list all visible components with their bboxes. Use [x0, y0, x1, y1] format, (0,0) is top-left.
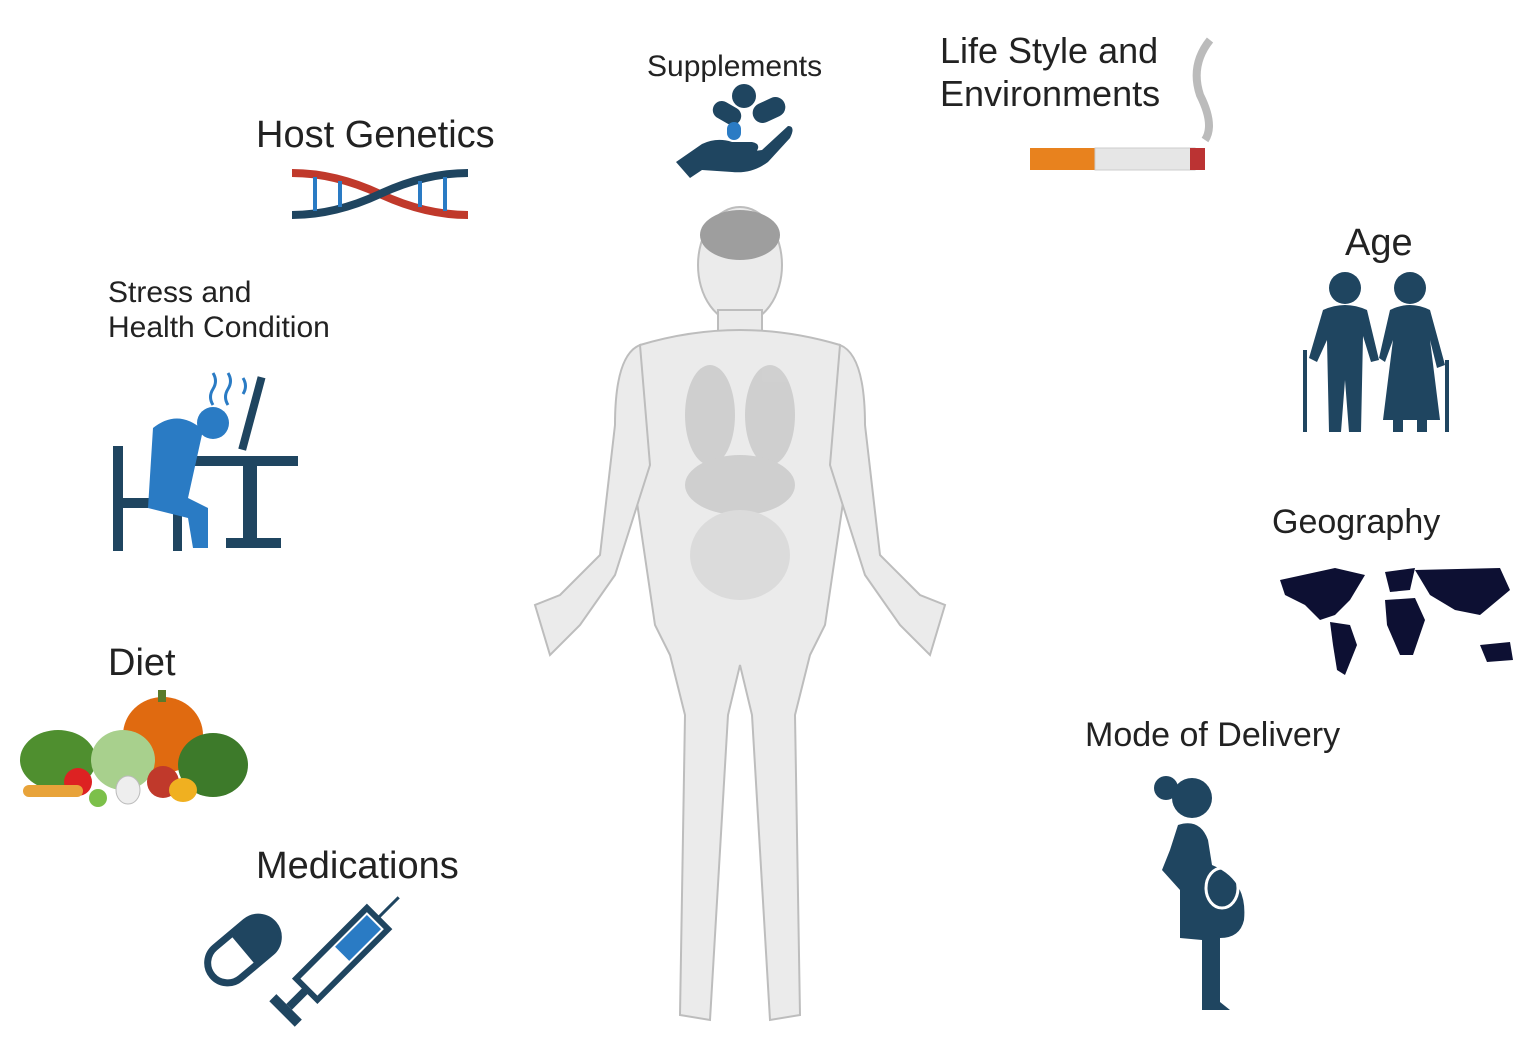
age-label: Age [1345, 222, 1413, 264]
stress-label-line1: Stress and [108, 276, 252, 309]
stressed-person-at-desk-icon [113, 372, 298, 551]
world-map-icon [1280, 568, 1513, 675]
stress-label-line2: Health Condition [108, 311, 330, 344]
dna-icon [291, 169, 469, 219]
host-genetics-label: Host Genetics [256, 114, 495, 156]
lifestyle-label-line2: Environments [940, 73, 1161, 114]
diet-label: Diet [108, 642, 176, 684]
geography-label: Geography [1272, 503, 1441, 541]
human-body-illustration [533, 206, 947, 1022]
elderly-couple-icon [1303, 272, 1449, 432]
supplements-label: Supplements [647, 50, 823, 83]
pregnant-woman-icon [1154, 776, 1245, 1010]
pill-and-syringe-icon [204, 896, 400, 1027]
hand-with-pills-icon [676, 84, 793, 178]
vegetables-icon [20, 690, 248, 807]
medications-label: Medications [256, 845, 459, 887]
lifestyle-label-line1: Life Style and [940, 30, 1159, 71]
mode-of-delivery-label: Mode of Delivery [1085, 716, 1341, 754]
cigarette-icon [1030, 37, 1214, 171]
